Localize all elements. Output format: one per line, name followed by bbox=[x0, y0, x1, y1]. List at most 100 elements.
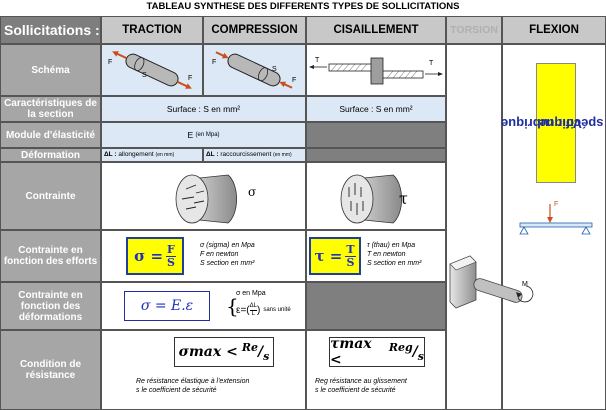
efforts-cisaillement: τ = T S τ (thau) en Mpa T en newton S se… bbox=[306, 230, 446, 282]
legend-brace: { bbox=[226, 294, 239, 318]
deformations-cisaillement-empty bbox=[306, 282, 446, 330]
header-traction: TRACTION bbox=[101, 16, 203, 44]
sigma-effort-num: F bbox=[166, 242, 176, 257]
compression-force-label-right: F bbox=[292, 77, 297, 84]
sigma-legend-line-3: S section en mm² bbox=[200, 260, 255, 267]
section-traction-compression: Surface : S en mm² bbox=[101, 96, 306, 122]
row-label-contrainte: Contrainte bbox=[0, 162, 101, 230]
tau-max-formula: τmax < Reg / s bbox=[329, 336, 425, 368]
schema-traction: F S F bbox=[101, 44, 203, 96]
row-label-condition: Condition de résistance bbox=[0, 330, 101, 410]
traction-schema-icon bbox=[112, 51, 192, 89]
normal-stress-cylinder-icon bbox=[175, 174, 237, 224]
row-label-contrainte-efforts: Contrainte en fonction des efforts bbox=[0, 230, 101, 282]
deformation-traction: ΔL : allongement (en mm) bbox=[101, 148, 203, 162]
deformation-compression-label: ΔL : bbox=[206, 151, 219, 158]
torsion-shaft-icon bbox=[449, 255, 534, 309]
sigma-symbol: σ bbox=[248, 185, 257, 199]
tau-max-den: s bbox=[417, 349, 424, 363]
module-cisaillement-empty bbox=[306, 122, 446, 148]
sigma-legend-line-2: F en newton bbox=[200, 251, 239, 258]
deformation-traction-label: ΔL : bbox=[104, 151, 117, 158]
deformation-compression: ΔL : raccourcissement (en mm) bbox=[203, 148, 306, 162]
cisaillement-force-label-right: T bbox=[429, 60, 434, 67]
traction-force-label-left: F bbox=[108, 59, 113, 66]
tau-legend-line-3: S section en mm² bbox=[367, 260, 422, 267]
cisaillement-force-label-left: T bbox=[315, 57, 320, 64]
tau-effort-num: T bbox=[345, 242, 356, 257]
module-cell: E (en Mpa) bbox=[101, 122, 306, 148]
hooke-formula: σ = E.ε bbox=[124, 291, 210, 321]
efforts-traction-compression: σ = F S σ (sigma) en Mpa F en newton S s… bbox=[101, 230, 306, 282]
page-title: TABLEAU SYNTHESE DES DIFFERENTS TYPES DE… bbox=[146, 1, 460, 12]
sigma-max-num: Re bbox=[241, 340, 258, 354]
tau-effort-legend: τ (thau) en Mpa T en newton S section en… bbox=[367, 241, 421, 268]
tau-effort-den: S bbox=[346, 255, 355, 269]
row-label-deformation: Déformation bbox=[0, 148, 101, 162]
cisaillement-schema-icon bbox=[309, 57, 443, 85]
header-corner: Sollicitations : bbox=[0, 16, 101, 44]
tau-legend-line-1: τ (thau) en Mpa bbox=[367, 242, 416, 249]
condition-cisaillement-legend-2: s le coefficient de sécurité bbox=[315, 387, 396, 394]
section-cisaillement: Surface : S en mm² bbox=[306, 96, 446, 122]
row-label-contrainte-deformations: Contrainte en fonction des déformations bbox=[0, 282, 101, 330]
eps-den: L bbox=[251, 311, 255, 317]
eps-rhs: ) bbox=[257, 305, 261, 316]
flexion-beam-icon bbox=[519, 204, 593, 235]
traction-force-label-right: F bbox=[188, 75, 193, 82]
deformation-compression-unit: (en mm) bbox=[273, 152, 292, 158]
hooke-legend-sigma: σ en Mpa bbox=[236, 290, 266, 297]
contrainte-normale: σ bbox=[101, 162, 306, 230]
compression-schema-icon bbox=[215, 51, 293, 89]
torsion-moment-label: M bbox=[522, 281, 528, 288]
deformation-compression-text: raccourcissement bbox=[220, 151, 272, 158]
header-flexion: FLEXION bbox=[502, 16, 606, 44]
schema-compression: F S F bbox=[203, 44, 306, 96]
row-label-module: Module d'élasticité bbox=[0, 122, 101, 148]
sigma-legend-line-1: σ (sigma) en Mpa bbox=[200, 242, 255, 249]
hooke-legend-eps: ε=( ΔL L ) sans unité bbox=[236, 303, 291, 318]
eps-unit: sans unité bbox=[263, 307, 291, 313]
condition-traction-legend-2: s le coefficient de sécurité bbox=[136, 387, 217, 394]
condition-traction-legend: Re résistance élastique à l'extension s … bbox=[136, 377, 249, 395]
sigma-effort-formula: σ = F S bbox=[126, 237, 184, 275]
compression-section-label: S bbox=[272, 66, 277, 73]
sigma-effort-legend: σ (sigma) en Mpa F en newton S section e… bbox=[200, 241, 255, 268]
tau-max-lhs: τmax < bbox=[330, 336, 372, 368]
condition-traction-legend-1: Re résistance élastique à l'extension bbox=[136, 378, 250, 385]
condition-cisaillement: τmax < Reg / s Reg résistance au glissem… bbox=[306, 330, 446, 410]
condition-cisaillement-legend-1: Reg résistance au glissement bbox=[315, 378, 407, 385]
tau-effort-formula: τ = T S bbox=[309, 237, 361, 275]
tau-effort-lhs: τ = bbox=[314, 247, 343, 265]
row-label-schema: Schéma bbox=[0, 44, 101, 96]
header-torsion: TORSION bbox=[446, 16, 502, 44]
sigma-max-formula: σmax < Re / s bbox=[174, 337, 274, 367]
header-cisaillement: CISAILLEMENT bbox=[306, 16, 446, 44]
eps-lhs: ε=( bbox=[236, 305, 250, 316]
eps-num: ΔL bbox=[249, 303, 257, 311]
sigma-max-lhs: σmax < bbox=[178, 344, 238, 360]
shear-stress-cylinder-icon bbox=[340, 174, 402, 224]
contrainte-tangentielle: τ bbox=[306, 162, 446, 230]
module-unit: (en Mpa) bbox=[195, 132, 220, 138]
compression-force-label-left: F bbox=[212, 59, 217, 66]
deformation-traction-text: allongement bbox=[118, 151, 154, 158]
deformations-traction-compression: σ = E.ε { σ en Mpa ε=( ΔL L ) sans unité bbox=[101, 282, 306, 330]
traction-section-label: S bbox=[142, 72, 147, 79]
condition-cisaillement-legend: Reg résistance au glissement s le coeffi… bbox=[315, 377, 407, 395]
flexion-force-label: F bbox=[554, 201, 559, 208]
tau-symbol: τ bbox=[399, 189, 408, 208]
condition-traction-compression: σmax < Re / s Re résistance élastique à … bbox=[101, 330, 306, 410]
schema-cisaillement: T T bbox=[306, 44, 446, 96]
tau-max-num: Reg bbox=[388, 340, 413, 354]
module-symbol: E bbox=[187, 130, 194, 140]
deformation-cisaillement-empty bbox=[306, 148, 446, 162]
sigma-effort-den: S bbox=[166, 255, 175, 269]
sigma-max-den: s bbox=[263, 349, 270, 363]
torsion-column bbox=[446, 44, 502, 410]
header-compression: COMPRESSION bbox=[203, 16, 306, 44]
deformation-traction-unit: (en mm) bbox=[155, 152, 175, 158]
sigma-effort-lhs: σ = bbox=[134, 247, 164, 265]
